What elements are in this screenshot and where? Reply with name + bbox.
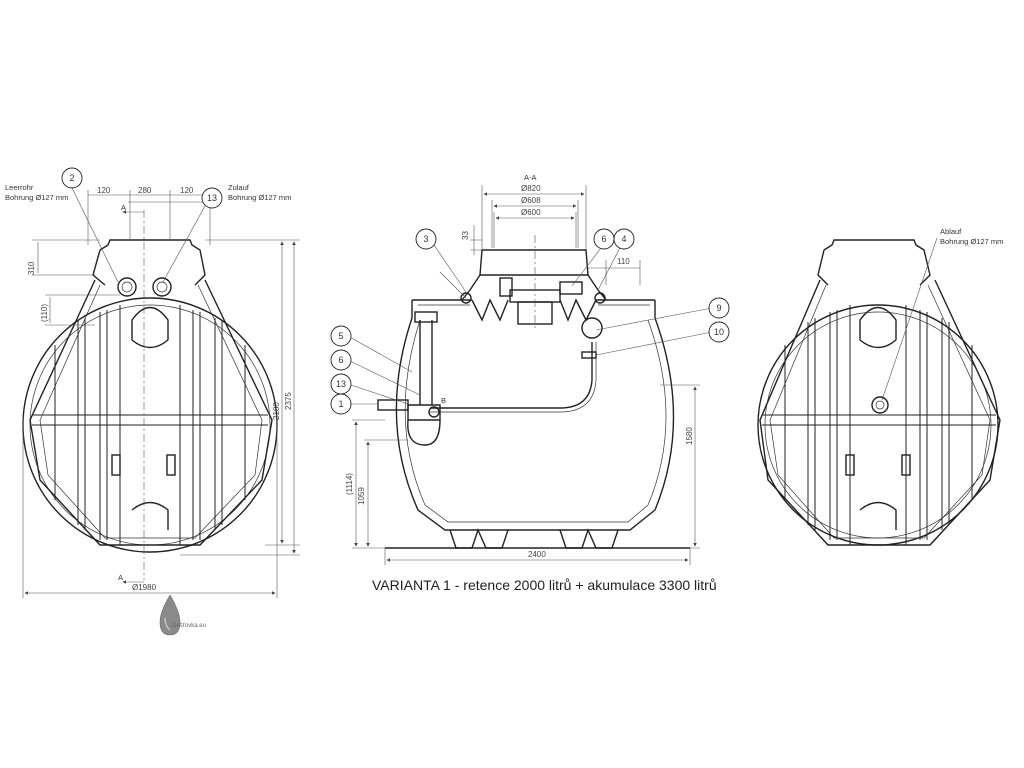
dim-2375: 2375 xyxy=(284,392,293,410)
callout-13-center: 13 xyxy=(330,373,352,395)
svg-text:2: 2 xyxy=(69,173,74,183)
droplet-logo xyxy=(159,594,181,636)
leerrohr-bore-label: Bohrung Ø127 mm xyxy=(5,193,68,202)
svg-text:3: 3 xyxy=(423,234,428,244)
svg-text:6: 6 xyxy=(338,355,343,365)
leerrohr-label: Leerrohr xyxy=(5,183,34,192)
dim-1980: Ø1980 xyxy=(132,583,157,592)
dim-120-left: 120 xyxy=(97,186,111,195)
svg-text:6: 6 xyxy=(601,234,606,244)
dim-310: 310 xyxy=(27,261,36,275)
zulauf-label: Zulauf xyxy=(228,183,250,192)
callout-group: 2 13 3 6 4 5 6 13 1 9 10 xyxy=(61,167,730,415)
dimension-labels: 120 280 120 310 (110) 2180 2375 Ø1980 Ø8… xyxy=(27,184,694,592)
callout-6-top: 6 xyxy=(593,228,615,250)
svg-text:4: 4 xyxy=(621,234,626,244)
dim-600: Ø600 xyxy=(521,208,541,217)
drawing-caption: VARIANTA 1 - retence 2000 litrů + akumul… xyxy=(372,577,717,593)
section-title: A-A xyxy=(524,173,537,182)
callout-4: 4 xyxy=(613,228,635,250)
dim-1114: (1114) xyxy=(345,473,354,495)
callout-10: 10 xyxy=(708,321,730,343)
logo-text: Dešťovka.eu xyxy=(172,623,206,629)
dim-2400: 2400 xyxy=(528,550,546,559)
svg-text:5: 5 xyxy=(338,331,343,341)
dim-33: 33 xyxy=(461,231,470,240)
zulauf-bore-label: Bohrung Ø127 mm xyxy=(228,193,291,202)
callout-5: 5 xyxy=(330,325,352,347)
dim-120-right: 120 xyxy=(180,186,194,195)
callout-9: 9 xyxy=(708,297,730,319)
svg-text:13: 13 xyxy=(207,193,217,203)
tank-section-view xyxy=(347,185,713,565)
svg-text:1: 1 xyxy=(338,399,343,409)
tank-front-view xyxy=(22,187,300,598)
section-marker-bottom: A xyxy=(118,573,123,582)
dim-1059: 1059 xyxy=(357,487,366,505)
dim-608: Ø608 xyxy=(521,196,541,205)
dim-110-left: (110) xyxy=(40,304,49,322)
svg-text:9: 9 xyxy=(716,303,721,313)
annotation-labels: Leerrohr Bohrung Ø127 mm Zulauf Bohrung … xyxy=(5,173,1003,582)
callout-2: 2 xyxy=(61,167,83,189)
callout-6-left: 6 xyxy=(330,349,352,371)
dim-820: Ø820 xyxy=(521,184,541,193)
callout-13-left: 13 xyxy=(201,187,223,209)
ablauf-bore-label: Bohrung Ø127 mm xyxy=(940,237,1003,246)
callout-1: 1 xyxy=(330,393,352,415)
svg-text:13: 13 xyxy=(336,379,346,389)
dim-2180: 2180 xyxy=(272,402,281,420)
callout-3: 3 xyxy=(415,228,437,250)
point-b-label: B xyxy=(441,396,446,405)
dim-110-right: 110 xyxy=(617,257,630,266)
section-marker-top: A xyxy=(121,203,126,212)
tank-back-view xyxy=(757,237,1001,546)
dim-1580: 1580 xyxy=(685,427,694,445)
dim-280: 280 xyxy=(138,186,152,195)
ablauf-label: Ablauf xyxy=(940,227,962,236)
svg-text:10: 10 xyxy=(714,327,724,337)
